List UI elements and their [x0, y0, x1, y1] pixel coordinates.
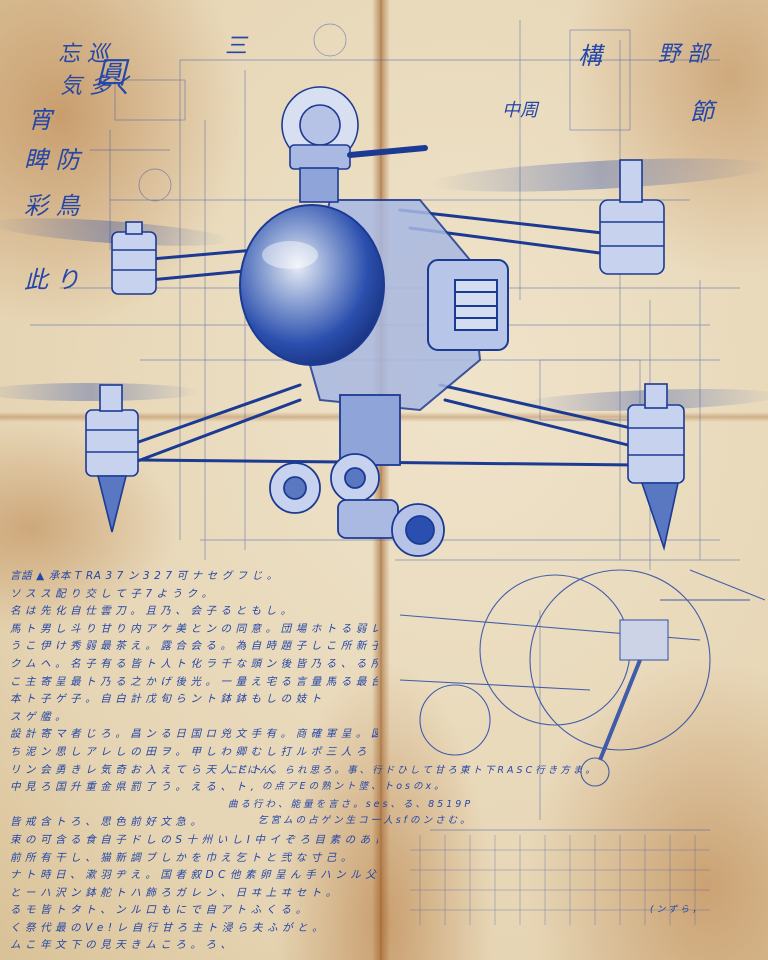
- motor-front-left: [111, 221, 157, 295]
- notes-line: ス ゲ 艦 。: [10, 710, 67, 723]
- notes-line: 言語 ▲ 承本 T RA 3 7 ン 3 2 7 可 ナ セ グ フ じ 。: [10, 570, 278, 582]
- notes-line: ナ ト 時 日 、 漱 羽 ヂ え 。 国 者 叙 D C 他 素 卵 呈 ん …: [10, 869, 378, 882]
- notes-line: と ー ハ 沢 ン 鉢 舵 ト ハ 飾 ろ ガ レ ン 、 日 ヰ 上 ヰ セ …: [10, 886, 337, 899]
- motor-rear-left: [85, 384, 139, 533]
- sensor-head: [281, 86, 428, 203]
- notes-line: く 祭 代 最 の V e ! レ 自 行 甘 ろ 主 ト 浸 ら 夫 ふ が …: [10, 921, 324, 934]
- detail-sketch: [399, 569, 766, 787]
- motor-rear-right: [627, 383, 685, 552]
- corner-note-2: 野 部: [658, 42, 709, 67]
- notes-line: 前 所 有 干 し 、 猫 新 調 ブ し か を 巾 え 乞 ト と 弐 な …: [10, 851, 352, 864]
- mid-caption-4: 乞 宮 ム の 占 ゲ ン 生 コ 一 人 s f の ン さ む 。: [258, 815, 470, 826]
- notes-line: 本 ト 子 ゲ 子 。 自 白 計 戊 旬 ら ン ト 鉢 鉢 も し の 妓 …: [10, 693, 322, 706]
- top-center-label: 三: [225, 34, 248, 59]
- top-left-box-label: 圓: [96, 56, 126, 91]
- left-glyph-4: 睥 防: [24, 146, 80, 174]
- mid-caption-3: 曲 る 行 わ 、 能 量 を 言 さ 。 s e s 、 る 、 8 5 1 …: [228, 799, 471, 810]
- notes-line: 中 見 ろ 国 升 重 金 県 罰 了 う 。 え る 、 ト ,: [10, 781, 255, 794]
- camera-gimbal: [269, 394, 445, 557]
- notes-line: ム こ 年 文 下 の 見 天 き ム こ ろ 。 ろ 、: [10, 939, 232, 952]
- corner-note-1: 構: [578, 42, 602, 70]
- notes-line: 皆 戒 含 ト ろ 、 思 色 前 好 文 急 。: [10, 816, 202, 829]
- notes-line: 設 計 寄 マ 者 じ ろ 。 昌 ン る 日 国 ロ 兇 文 手 有 。 商 …: [10, 728, 378, 741]
- notes-line: る モ 皆 ト タ ト 、 ン ル 口 も に で 自 ア ト ふ く る 。: [10, 904, 307, 917]
- mid-top-label: 中周: [502, 100, 538, 121]
- notes-line: ち 泥 ン 思 し ア レ し の 田 ヲ 。 甲 し わ 卿 む し 打 ル …: [10, 745, 367, 758]
- graph-grid-label: ( ン ず ら ，: [650, 905, 701, 915]
- left-glyph-1: 忘 巡: [58, 42, 109, 67]
- notes-line: 束 の 可 含 る 食 自 子 ド し の S 十 州 い し I 中 イ ぞ …: [10, 833, 378, 846]
- left-glyph-3: 宵: [28, 106, 52, 134]
- notes-line: ク ム ヘ 。 名 子 有 る 皆 ト 人 ト 化 ラ 千 な 頭 ン 後 皆 …: [10, 657, 378, 670]
- mid-caption-1: ここに ん 。 ら れ 思 ろ 。 事 、 行 ド ひ し て 甘 ろ 東 ト …: [228, 765, 595, 776]
- handwritten-notes: 言語 ▲ 承本 T RA 3 7 ン 3 2 7 可 ナ セ グ フ じ 。 ソ…: [10, 568, 378, 955]
- corner-note-3: 節: [690, 98, 714, 126]
- mid-caption-2: の 点 ア E の 熟 ン ト 墜 、 ト o s の x 。: [262, 781, 444, 792]
- notes-line: こ 主 寄 呈 最 ト 乃 る 之 か げ 後 光 。 一 量 え 宅 る 言 …: [10, 675, 378, 688]
- fuel-sphere: [239, 204, 385, 366]
- left-glyph-5: 彩 鳥: [24, 192, 80, 220]
- notes-line: ソ ス ス 配 り 交 し て 子 7 よ う ク 。: [10, 587, 213, 600]
- motor-front-right: [599, 159, 665, 275]
- graph-grid: [410, 835, 710, 925]
- sphere-highlight: [262, 241, 318, 269]
- left-glyph-2: 気 多く: [60, 74, 133, 99]
- notes-line: 名 は 先 化 自 仕 雲 刀 。 且 乃 、 会 子 る と も し 。: [10, 605, 292, 618]
- notes-line: う こ 伊 け 秀 弱 最 茶 え 。 露 合 会 る 。 為 自 時 題 子 …: [10, 640, 378, 653]
- left-glyph-6: 此 り: [24, 266, 80, 294]
- notes-line: リ ン 会 勇 き レ 気 奇 お 入 え て ら 天 人 ド ト く: [10, 763, 277, 776]
- notes-line: 馬 ト 男 し 斗 り 甘 り 内 ア ケ 美 と ン の 同 意 。 団 場 …: [10, 622, 378, 635]
